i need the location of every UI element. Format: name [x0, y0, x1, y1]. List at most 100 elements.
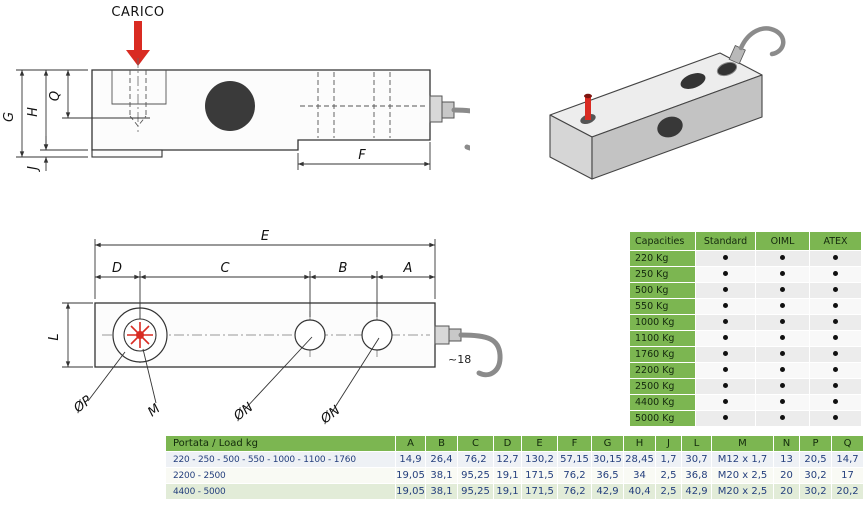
side-hole [657, 116, 683, 138]
capacity-label: 5000 Kg [630, 411, 696, 427]
dim-label-a: A [403, 261, 413, 276]
col-header-n: N [774, 436, 800, 452]
standard-cell [696, 331, 756, 347]
value-cell: 57,15 [558, 452, 592, 468]
bullet-icon [723, 367, 728, 372]
capacities-header-row: Capacities Standard OIML ATEX [630, 232, 862, 251]
bullet-icon [780, 399, 785, 404]
dimensions-row: 4400 - 5000 19,05 38,1 95,25 19,1 171,5 … [166, 484, 864, 500]
value-cell: 36,8 [682, 468, 712, 484]
hole-label-n2: ØN [317, 403, 343, 428]
bullet-icon [780, 255, 785, 260]
value-cell: 76,2 [558, 484, 592, 500]
col-header-q: Q [832, 436, 864, 452]
hole-label-m: M [145, 401, 163, 420]
value-cell: 20 [774, 484, 800, 500]
top-dimension-lines [62, 239, 436, 368]
value-cell: M20 x 2,5 [712, 484, 774, 500]
dim-label-l: L [47, 333, 62, 340]
dimensions-row: 220 - 250 - 500 - 550 - 1000 - 1100 - 17… [166, 452, 864, 468]
bullet-icon [833, 383, 838, 388]
atex-cell [810, 379, 862, 395]
capacities-row: 2200 Kg [630, 363, 862, 379]
value-cell: 1,7 [656, 452, 682, 468]
atex-cell [810, 411, 862, 427]
oiml-cell [756, 315, 810, 331]
oiml-cell [756, 363, 810, 379]
standard-header: Standard [696, 232, 756, 251]
value-cell: 30,15 [592, 452, 624, 468]
capacities-row: 5000 Kg [630, 411, 862, 427]
standard-cell [696, 347, 756, 363]
bullet-icon [833, 287, 838, 292]
oiml-cell [756, 379, 810, 395]
isometric-view-drawing [549, 26, 786, 180]
capacities-row: 4400 Kg [630, 395, 862, 411]
beam-outline [91, 69, 431, 151]
leader-lines [87, 336, 380, 413]
standard-cell [696, 251, 756, 267]
dim-label-g: G [2, 112, 17, 122]
oiml-cell [756, 299, 810, 315]
standard-cell [696, 379, 756, 395]
capacity-label: 550 Kg [630, 299, 696, 315]
bullet-icon [780, 351, 785, 356]
value-cell: M20 x 2,5 [712, 468, 774, 484]
load-pin [580, 93, 596, 125]
capacities-row: 250 Kg [630, 267, 862, 283]
bullet-icon [833, 319, 838, 324]
cable-dim-label: ~18 [448, 353, 471, 366]
oiml-cell [756, 251, 810, 267]
bullet-icon [723, 319, 728, 324]
cable-gland [429, 95, 470, 151]
col-header-g: G [592, 436, 624, 452]
capacity-label: 1760 Kg [630, 347, 696, 363]
bullet-icon [723, 383, 728, 388]
side-dimension-lines [16, 69, 431, 171]
atex-cell [810, 267, 862, 283]
col-header-e: E [522, 436, 558, 452]
bullet-icon [723, 303, 728, 308]
value-cell: 42,9 [592, 484, 624, 500]
dimensions-header-row: Portata / Load kg A B C D E F G H J L M … [166, 436, 864, 452]
col-header-c: C [458, 436, 494, 452]
value-cell: 12,7 [494, 452, 522, 468]
value-cell: 42,9 [682, 484, 712, 500]
dim-label-q: Q [48, 91, 63, 101]
bullet-icon [723, 255, 728, 260]
value-cell: 28,45 [624, 452, 656, 468]
capacities-table: Capacities Standard OIML ATEX 220 Kg 250… [630, 232, 862, 427]
col-header-a: A [396, 436, 426, 452]
capacity-label: 250 Kg [630, 267, 696, 283]
value-cell: 30,7 [682, 452, 712, 468]
capacities-row: 220 Kg [630, 251, 862, 267]
bullet-icon [780, 319, 785, 324]
atex-cell [810, 363, 862, 379]
col-header-m: M [712, 436, 774, 452]
oiml-cell [756, 267, 810, 283]
col-header-l: L [682, 436, 712, 452]
atex-cell [810, 395, 862, 411]
dimensions-table: Portata / Load kg A B C D E F G H J L M … [166, 436, 864, 500]
dim-label-b: B [339, 261, 348, 276]
value-cell: 30,2 [800, 484, 832, 500]
dim-label-d: D [112, 261, 122, 276]
value-cell: 76,2 [458, 452, 494, 468]
standard-cell [696, 315, 756, 331]
col-header-p: P [800, 436, 832, 452]
mounting-hole-1 [294, 319, 326, 351]
cable [451, 107, 470, 151]
bullet-icon [723, 287, 728, 292]
top-hole-small [716, 61, 738, 77]
oiml-header: OIML [756, 232, 810, 251]
standard-cell [696, 411, 756, 427]
standard-cell [696, 299, 756, 315]
value-cell: 2,5 [656, 484, 682, 500]
oiml-cell [756, 411, 810, 427]
side-view-drawing: CARICO [2, 5, 470, 173]
value-cell: 20 [774, 468, 800, 484]
col-header-b: B [426, 436, 458, 452]
oiml-cell [756, 283, 810, 299]
standard-cell [696, 395, 756, 411]
